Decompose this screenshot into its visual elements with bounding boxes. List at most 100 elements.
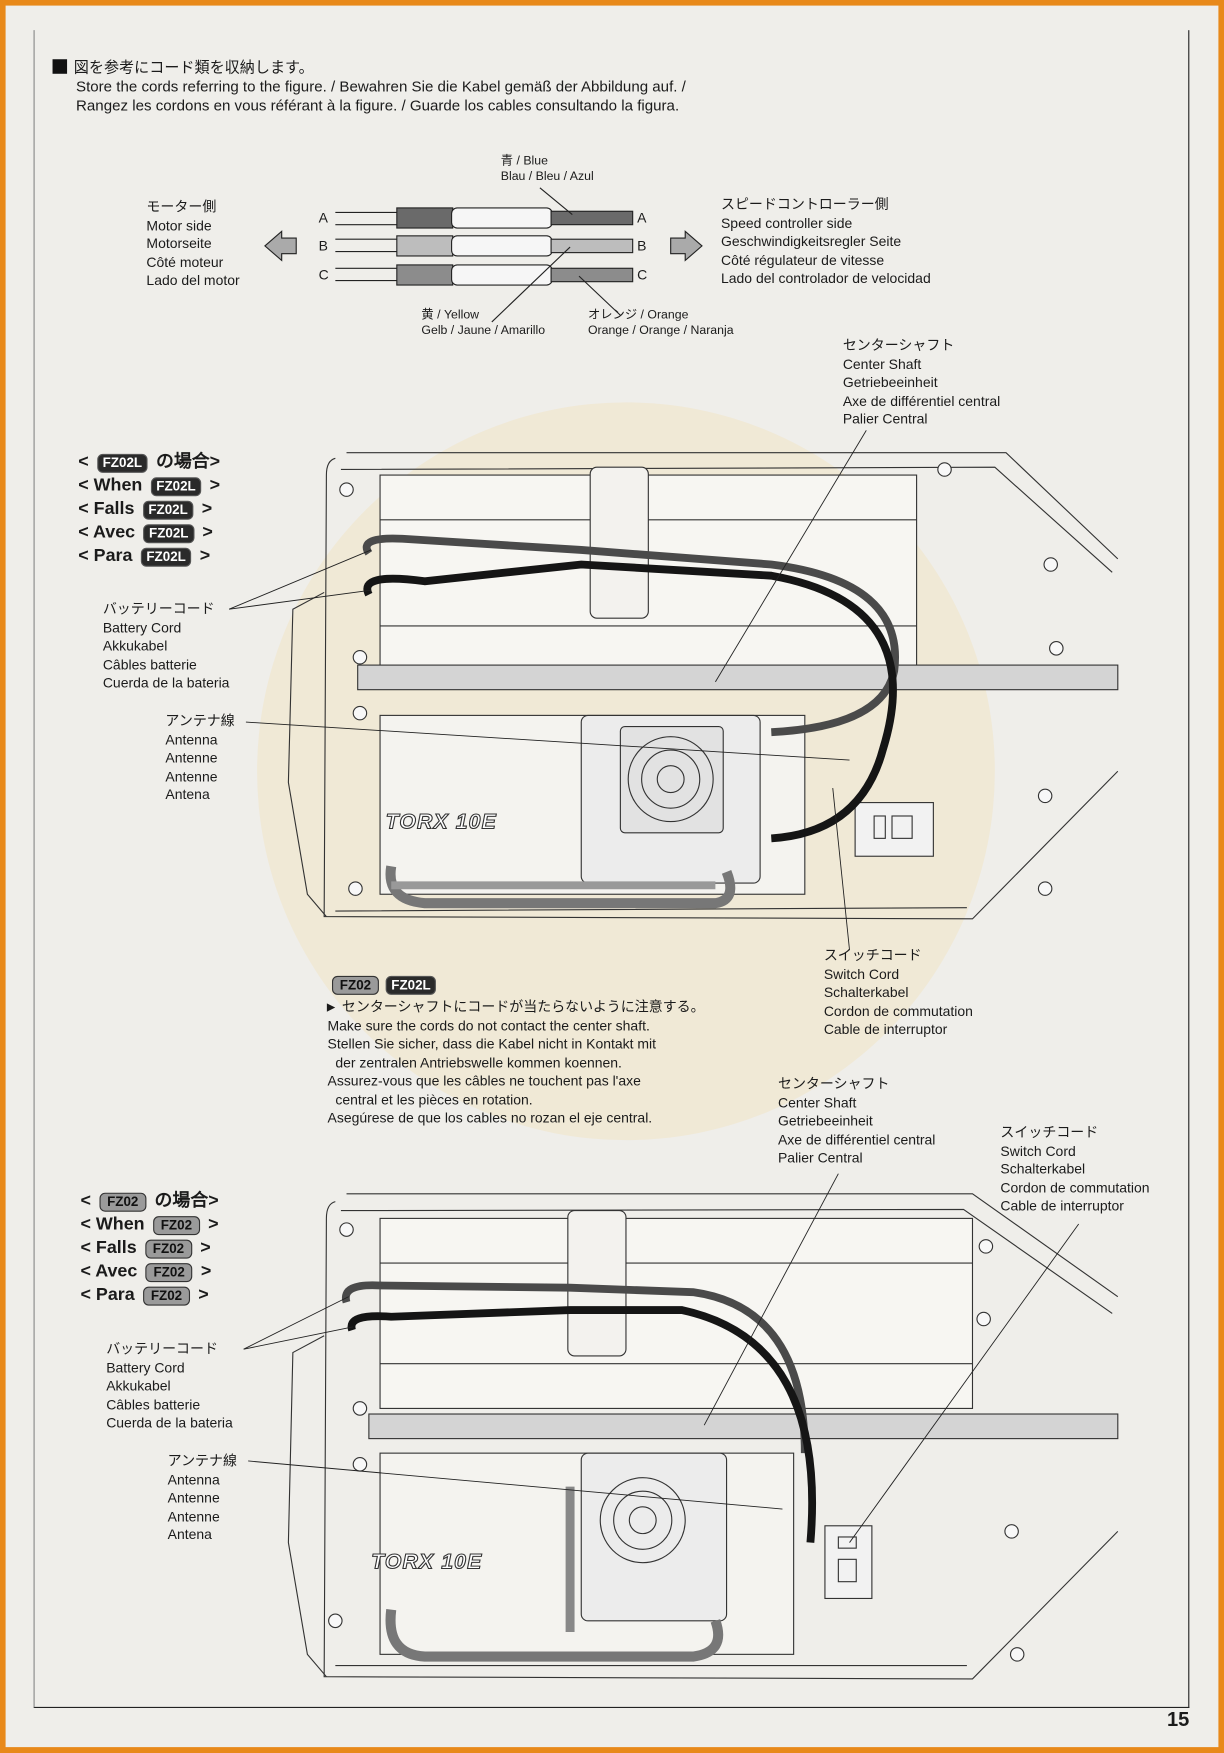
label-line: Motor side xyxy=(146,217,212,234)
letter-a-left: A xyxy=(318,210,328,226)
header-jp: 図を参考にコード類を収納します。 xyxy=(73,59,314,77)
text-line: バッテリーコード xyxy=(102,601,215,618)
label-line: オレンジ / Orange xyxy=(587,308,689,322)
chassis-diagram-fz02l xyxy=(228,430,1119,951)
text-line: Cuerda de la bateria xyxy=(102,675,230,691)
text-line: Battery Cord xyxy=(102,619,182,636)
text-line: Axe de différentiel central xyxy=(777,1131,936,1148)
label-line: Geschwindigkeitsregler Seite xyxy=(720,233,902,250)
fz02-badge: FZ02 xyxy=(99,1192,147,1212)
fan-icon xyxy=(627,736,714,823)
text-line: Assurez-vous que les câbles ne touchent … xyxy=(327,1073,641,1089)
text-line: Cable de interruptor xyxy=(1000,1198,1124,1214)
fz02l-badge: FZ02L xyxy=(385,975,437,995)
text-line: Switch Cord xyxy=(1000,1142,1076,1159)
letter-b-right: B xyxy=(637,238,647,254)
text-line: Antenne xyxy=(167,1490,220,1506)
power-switch xyxy=(824,1525,873,1600)
bullet-square-icon xyxy=(52,59,68,74)
text-line: Antenna xyxy=(165,731,218,748)
text-line: Antena xyxy=(167,1526,212,1543)
text-line: Cordon de commutation xyxy=(1000,1179,1150,1196)
label-line: Speed controller side xyxy=(720,215,853,231)
blue-wire-label: 青 / Blue Blau / Bleu / Azul xyxy=(501,153,594,184)
letter-a-right: A xyxy=(637,210,647,226)
text-line: < When xyxy=(78,476,148,496)
label-line: Motorseite xyxy=(146,235,212,252)
text-line: Getriebeeinheit xyxy=(777,1113,873,1129)
battery-cord-gray xyxy=(341,1281,809,1454)
text-line: > xyxy=(194,546,211,566)
fz02-badge: FZ02 xyxy=(331,975,379,995)
battery-cord-gray xyxy=(362,534,899,737)
orange-wire-label: オレンジ / Orange Orange / Orange / Naranja xyxy=(588,307,734,338)
text-line: Câbles batterie xyxy=(102,656,197,673)
blue-leader xyxy=(539,187,573,216)
text-line: < Falls xyxy=(78,499,140,519)
battery-clamp xyxy=(567,1210,627,1357)
label-line: Lado del controlador de velocidad xyxy=(720,270,931,287)
connector-c xyxy=(335,264,634,286)
center-shaft xyxy=(357,664,1119,691)
fz02-badge: FZ02 xyxy=(143,1286,190,1306)
fz02-badge: FZ02 xyxy=(152,1216,200,1236)
fz02-heading: < FZ02 の場合> < When FZ02 > < Falls FZ02 >… xyxy=(80,1189,219,1306)
screws xyxy=(339,462,1064,896)
motor-wires xyxy=(385,1609,724,1662)
text-line: Cable de interruptor xyxy=(823,1021,948,1038)
text-line: センターシャフトにコードが当たらないように注意する。 xyxy=(341,999,705,1015)
fan-icon xyxy=(599,1477,686,1564)
text-line: Antenne xyxy=(167,1508,220,1525)
leader-lines xyxy=(228,430,867,951)
text-line: > xyxy=(193,1285,209,1305)
chassis-outline xyxy=(323,1193,1119,1680)
letter-b-left: B xyxy=(318,238,328,254)
center-shaft xyxy=(368,1413,1119,1440)
connector-diagram xyxy=(264,187,703,323)
text-line: Akkukabel xyxy=(106,1378,171,1394)
text-line: Palier Central xyxy=(777,1150,863,1166)
text-line: Battery Cord xyxy=(106,1359,185,1376)
text-line: < Avec xyxy=(80,1261,143,1281)
fz02l-badge: FZ02L xyxy=(140,547,192,567)
label-line: 黄 / Yellow xyxy=(421,308,480,322)
text-line: スイッチコード xyxy=(823,947,922,964)
label-line: Blau / Bleu / Azul xyxy=(500,169,594,184)
text-line: Schalterkabel xyxy=(823,984,909,1001)
text-line: < Para xyxy=(80,1285,140,1305)
header-line2: Rangez les cordons en vous référant à la… xyxy=(76,97,680,115)
text-line: Asegúrese de que los cables no rozan el … xyxy=(327,1109,653,1126)
esc-logo: TORX 10E xyxy=(385,810,497,834)
chassis-outline xyxy=(323,452,1119,920)
text-line: > xyxy=(195,1238,211,1258)
yellow-leader xyxy=(491,246,571,323)
text-line: > xyxy=(197,523,213,543)
text-line: < xyxy=(78,452,94,472)
label-line: Côté moteur xyxy=(146,254,224,270)
chassis-diagram-fz02 xyxy=(243,1173,1119,1680)
esc-logo-2: TORX 10E xyxy=(371,1550,483,1574)
text-line: der zentralen Antriebswelle kommen koenn… xyxy=(335,1054,622,1071)
text-line: Palier Central xyxy=(842,411,928,427)
front-bumper xyxy=(287,1335,327,1678)
text-line: Akkukabel xyxy=(102,638,168,654)
orange-leader xyxy=(578,275,621,316)
text-line: アンテナ線 xyxy=(165,713,235,729)
text-line: の場合> xyxy=(151,452,221,472)
text-line: Câbles batterie xyxy=(106,1396,201,1413)
text-line: Center Shaft xyxy=(777,1094,857,1111)
page-frame xyxy=(33,30,1190,1708)
fz02l-heading: < FZ02L の場合> < When FZ02L > < Falls FZ02… xyxy=(78,450,220,567)
text-line: スイッチコード xyxy=(1000,1124,1099,1141)
label-line: Orange / Orange / Naranja xyxy=(587,324,734,338)
right-arrow-icon xyxy=(670,230,703,262)
motor-side-label: モーター側 Motor side Motorseite Côté moteur … xyxy=(146,198,239,290)
text-line: < Avec xyxy=(78,523,141,543)
